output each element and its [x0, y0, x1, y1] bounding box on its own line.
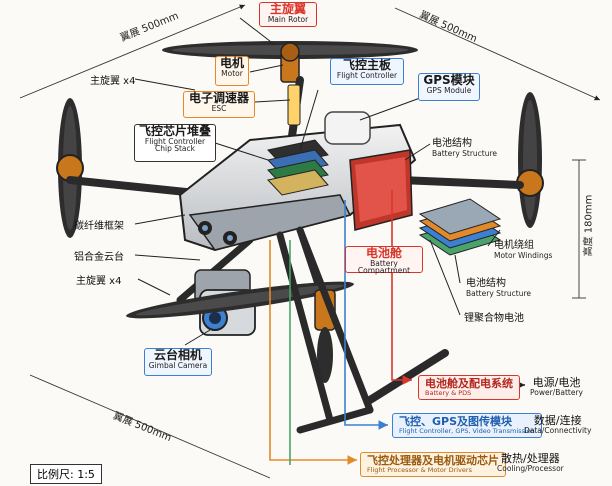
battery-structure-mid-en: Battery Structure [466, 289, 532, 298]
esc-zh: 电子调速器 [188, 91, 249, 105]
gimbal-camera-label: 云台相机 Gimbal Camera [144, 348, 212, 376]
rotor-rear-right [516, 92, 544, 228]
flight-controller-label: 飞控主板 Flight Controller [330, 58, 404, 85]
flow-processor-drivers: 飞控处理器及电机驱动芯片 Flight Processor & Motor Dr… [360, 452, 506, 478]
flow-processor-drivers-zh: 飞控处理器及电机驱动芯片 [367, 454, 499, 467]
esc-wire [287, 84, 301, 126]
motor-label: 电机 Motor [215, 56, 249, 86]
carbon-frame-label: 碳纤维框架 [74, 221, 124, 232]
rotor-front-left [56, 98, 84, 238]
gimbal-camera-en: Gimbal Camera [148, 360, 208, 370]
output-power-battery: 电源/电池 Power/Battery [530, 376, 583, 398]
output-power-battery-zh: 电源/电池 [532, 376, 581, 389]
gimbal-camera-zh: 云台相机 [153, 348, 202, 362]
chip-stack-label: 飞控芯片堆叠 Flight Controller Chip Stack [134, 124, 216, 162]
gps-module-label: GPS模块 GPS Module [418, 73, 480, 101]
main-rotor-en: Main Rotor [267, 14, 309, 24]
motor-windings-en: Motor Windings [494, 251, 553, 260]
flow-battery-pds: 电池舱及配电系统 Battery & PDS [418, 375, 520, 401]
height-label: 高度 180mm [583, 194, 595, 257]
flight-controller-en: Flight Controller [336, 70, 398, 80]
motor-zh: 电机 [219, 56, 244, 70]
output-cooling-processor-zh: 散热/处理器 [501, 452, 560, 465]
gps-module-zh: GPS模块 [423, 73, 475, 87]
gps-module-en: GPS Module [426, 85, 472, 95]
rotor-rear-center [162, 41, 418, 83]
battery-structure-mid-zh: 电池结构 [466, 278, 506, 289]
chip-stack-en-1: Flight Controller [144, 136, 206, 146]
output-data-connectivity: 数据/连接 Data/Connectivity [524, 414, 592, 436]
esc-en: ESC [211, 103, 227, 113]
chip-stack-en-2: Chip Stack [155, 144, 195, 154]
main-rotor-x4-top: 主旋翼 x4 [90, 76, 136, 87]
gps-puck [324, 111, 371, 145]
chip-stack [267, 139, 329, 196]
main-rotor-label: 主旋翼 Main Rotor [259, 2, 317, 27]
battery-structure-top-en: Battery Structure [432, 149, 498, 158]
lithium-polymer-label: 锂聚合物电池 [464, 313, 524, 324]
motor-en: Motor [221, 68, 243, 78]
dimension-lines [19, 4, 601, 479]
flow-fc-gps-video: 飞控、GPS及图传模块 Flight Controller, GPS, Vide… [392, 413, 542, 439]
output-power-battery-en: Power/Battery [530, 388, 583, 398]
output-data-connectivity-zh: 数据/连接 [533, 414, 582, 427]
callout-leaders [134, 17, 501, 346]
flight-controller-zh: 飞控主板 [342, 58, 391, 72]
drone-body [178, 111, 417, 252]
battery-structure-top-zh: 电池结构 [432, 138, 472, 149]
motor-windings-label: 电机绕组 Motor Windings [494, 236, 552, 260]
battery-compartment-en: Battery Compartment [357, 258, 411, 276]
output-cooling-processor-en: Cooling/Processor [497, 464, 564, 474]
main-rotor-x4-bottom: 主旋翼 x4 [76, 276, 122, 287]
flow-battery-pds-en: Battery & PDS [425, 389, 472, 398]
aluminum-gimbal-label: 铝合金云台 [74, 252, 124, 263]
output-cooling-processor: 散热/处理器 Cooling/Processor [497, 452, 564, 474]
chip-stack-zh: 飞控芯片堆叠 [138, 124, 211, 138]
flow-fc-gps-video-zh: 飞控、GPS及图传模块 [399, 415, 513, 428]
output-data-connectivity-en: Data/Connectivity [524, 426, 592, 436]
battery-cell-stack [418, 198, 502, 256]
flow-processor-drivers-en: Flight Processor & Motor Drivers [367, 466, 472, 475]
battery-compartment-label: 电池舱 Battery Compartment [345, 246, 423, 276]
battery-pack [349, 149, 413, 231]
battery-structure-mid: 电池结构 Battery Structure [466, 274, 531, 298]
motor-windings-zh: 电机绕组 [494, 240, 534, 251]
flow-fc-gps-video-en: Flight Controller, GPS, Video Transmissi… [399, 427, 535, 436]
esc-label: 电子调速器 ESC [183, 91, 255, 118]
battery-compartment-zh: 电池舱 [365, 246, 402, 260]
battery-structure-top: 电池结构 Battery Structure [432, 134, 497, 158]
flow-battery-pds-zh: 电池舱及配电系统 [425, 377, 513, 390]
main-rotor-zh: 主旋翼 [269, 2, 306, 16]
scale-label: 比例尺: 1:5 [30, 464, 102, 484]
